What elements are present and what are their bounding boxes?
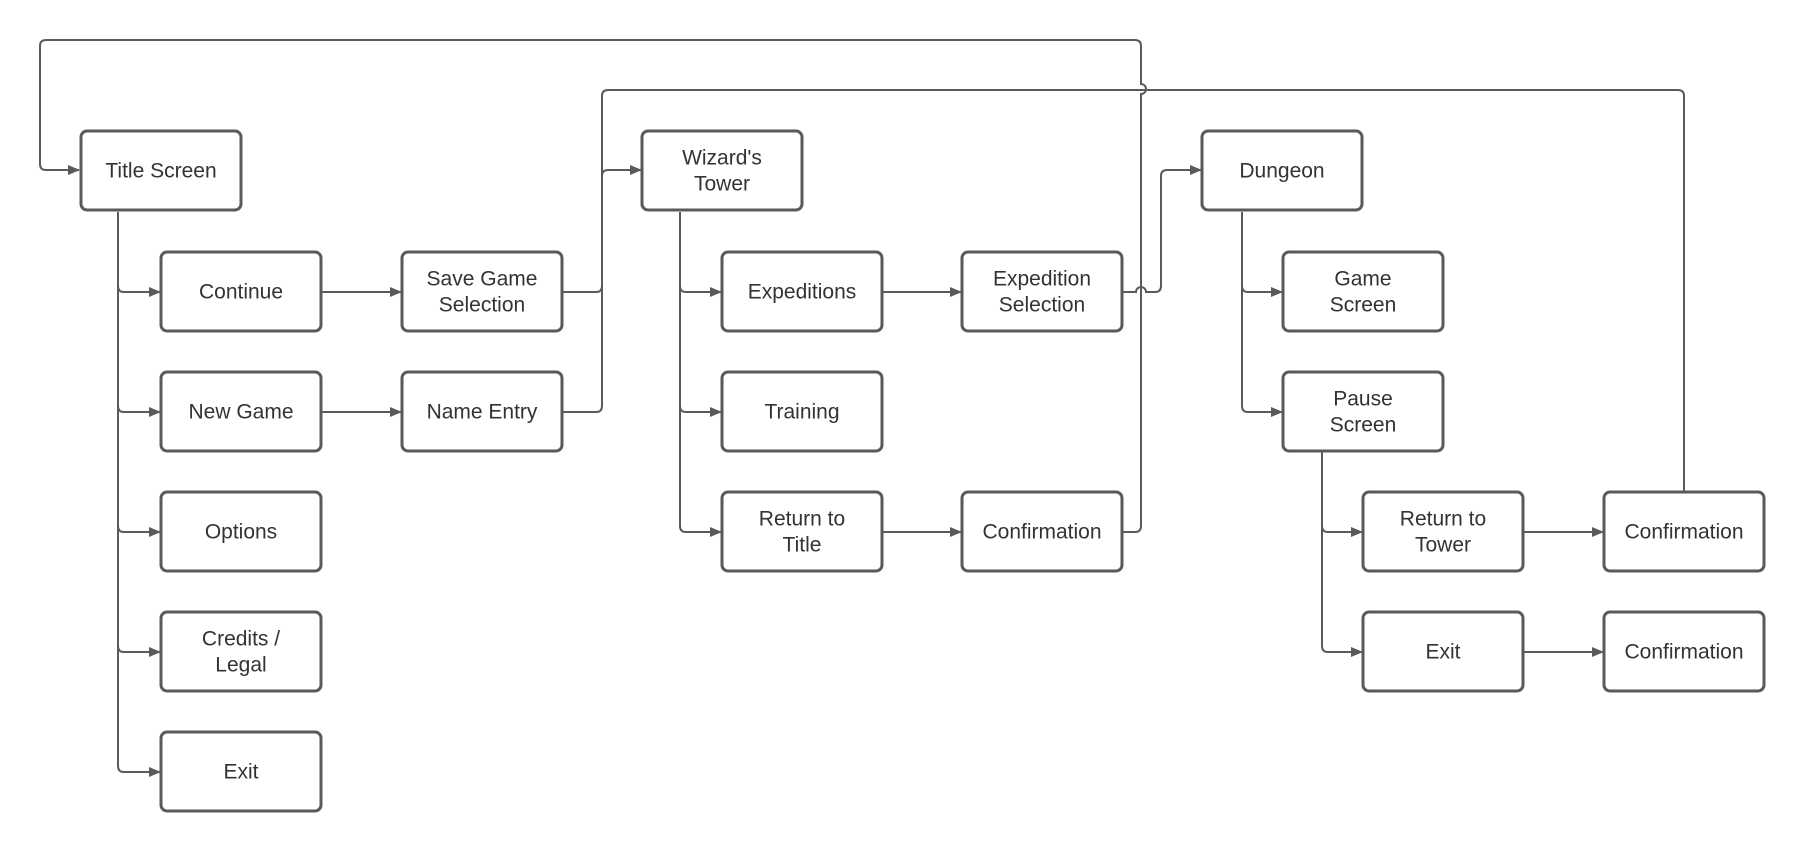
node-label: Confirmation bbox=[1624, 521, 1743, 544]
node-label: Expedition bbox=[993, 268, 1091, 291]
node-label: Wizard's bbox=[682, 147, 762, 170]
node-label: Confirmation bbox=[982, 521, 1101, 544]
node-label: Screen bbox=[1330, 414, 1397, 437]
node-label: Exit bbox=[223, 761, 258, 784]
edge-tower-to-return-title bbox=[679, 212, 722, 537]
edge-confirmation-to-title-screen bbox=[39, 39, 1147, 533]
node-training[interactable]: Training bbox=[720, 370, 884, 453]
node-label: Return to bbox=[759, 508, 845, 531]
node-label: Credits / bbox=[202, 628, 280, 651]
edge-title-to-credits bbox=[117, 212, 161, 657]
node-return-to-title[interactable]: Return to Title bbox=[720, 490, 884, 573]
node-label: New Game bbox=[188, 401, 293, 424]
edge-pause-to-exit bbox=[1321, 452, 1363, 657]
node-label: Selection bbox=[439, 294, 525, 317]
edge-title-to-options bbox=[117, 212, 161, 537]
edge-name-entry-to-tower bbox=[562, 176, 603, 413]
node-label: Expeditions bbox=[748, 281, 857, 304]
edges bbox=[39, 39, 1685, 777]
node-label: Continue bbox=[199, 281, 283, 304]
node-confirmation-title[interactable]: Confirmation bbox=[960, 490, 1124, 573]
node-label: Legal bbox=[215, 654, 266, 677]
node-exit-main[interactable]: Exit bbox=[159, 730, 323, 813]
node-label: Tower bbox=[694, 173, 750, 196]
node-label: Options bbox=[205, 521, 277, 544]
node-exit-pause[interactable]: Exit bbox=[1361, 610, 1525, 693]
node-label: Exit bbox=[1425, 641, 1460, 664]
node-credits-legal[interactable]: Credits / Legal bbox=[159, 610, 323, 693]
node-options[interactable]: Options bbox=[159, 490, 323, 573]
edge-title-to-exit bbox=[117, 212, 161, 777]
node-label: Name Entry bbox=[427, 401, 538, 424]
edge-title-to-continue bbox=[117, 212, 161, 297]
node-continue[interactable]: Continue bbox=[159, 250, 323, 333]
node-label: Dungeon bbox=[1239, 160, 1324, 183]
node-label: Title bbox=[783, 534, 822, 557]
node-label: Pause bbox=[1333, 388, 1393, 411]
node-label: Confirmation bbox=[1624, 641, 1743, 664]
node-label: Game bbox=[1334, 268, 1391, 291]
edge-confirmation-to-tower bbox=[601, 89, 1685, 492]
node-name-entry[interactable]: Name Entry bbox=[400, 370, 564, 453]
nodes: Title Screen Continue New Game Options C… bbox=[79, 129, 1766, 813]
node-dungeon[interactable]: Dungeon bbox=[1200, 129, 1364, 212]
node-new-game[interactable]: New Game bbox=[159, 370, 323, 453]
node-label: Return to bbox=[1400, 508, 1486, 531]
edge-dungeon-to-game-screen bbox=[1241, 212, 1283, 297]
edge-selection-to-dungeon bbox=[1123, 165, 1202, 293]
edge-dungeon-to-pause-screen bbox=[1241, 212, 1283, 417]
node-confirmation-exit[interactable]: Confirmation bbox=[1602, 610, 1766, 693]
node-label: Save Game bbox=[427, 268, 538, 291]
node-return-to-tower[interactable]: Return to Tower bbox=[1361, 490, 1525, 573]
node-label: Screen bbox=[1330, 294, 1397, 317]
node-confirmation-tower[interactable]: Confirmation bbox=[1602, 490, 1766, 573]
node-label: Selection bbox=[999, 294, 1085, 317]
node-label: Tower bbox=[1415, 534, 1471, 557]
edge-tower-to-training bbox=[679, 212, 722, 417]
node-label: Title Screen bbox=[105, 160, 216, 183]
edge-title-to-new-game bbox=[117, 212, 161, 417]
node-title-screen[interactable]: Title Screen bbox=[79, 129, 243, 212]
edge-pause-to-return-tower bbox=[1321, 452, 1363, 537]
node-expeditions[interactable]: Expeditions bbox=[720, 250, 884, 333]
node-label: Training bbox=[764, 401, 839, 424]
edge-tower-to-expeditions bbox=[679, 212, 722, 297]
